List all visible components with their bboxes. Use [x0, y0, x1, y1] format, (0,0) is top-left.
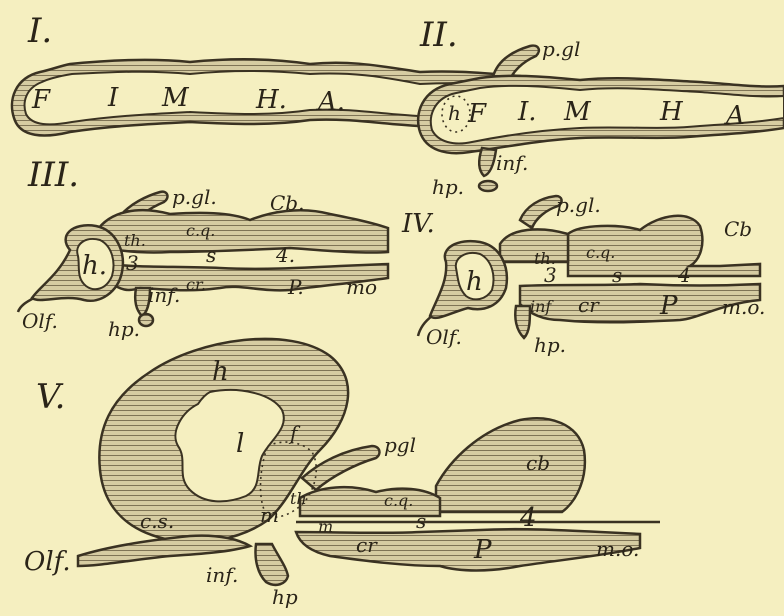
- label-s: s: [416, 509, 426, 533]
- stage-5-numeral: V.: [36, 377, 65, 417]
- label-h: h: [212, 357, 229, 387]
- label-th: th: [290, 489, 307, 508]
- label-P: P: [659, 291, 678, 321]
- label-cq: c.q.: [186, 221, 215, 240]
- label-hp: hp.: [432, 175, 464, 199]
- stage-5-olfactory: [78, 536, 250, 566]
- label-F: F: [467, 99, 487, 129]
- label-cq: c.q.: [586, 243, 615, 262]
- label-inf: inf.: [496, 151, 528, 175]
- label-m: m: [260, 503, 279, 527]
- label-h: h: [466, 267, 483, 297]
- label-A: A: [724, 101, 745, 131]
- label-hp: hp.: [534, 333, 566, 357]
- stage-2-numeral: II.: [419, 15, 458, 55]
- stage-5-floor: [296, 529, 640, 570]
- label-P: P: [473, 535, 492, 565]
- label-cb: Cb: [724, 217, 752, 241]
- label-mo: m.o.: [722, 295, 765, 319]
- label-m2: m: [318, 517, 333, 536]
- label-M: M: [161, 83, 190, 113]
- label-cq: c.q.: [384, 491, 413, 510]
- label-cb: cb: [526, 451, 550, 475]
- label-pgl: p.gl.: [172, 185, 217, 209]
- label-s: s: [612, 263, 622, 287]
- stage-5-infundibulum: [255, 544, 288, 585]
- stage-3: III. p.gl. Cb. c.q. h. th. 3 s 4. cr. P.…: [18, 155, 388, 341]
- label-pgl: p.gl: [542, 37, 580, 61]
- label-cr: cr.: [186, 275, 206, 294]
- stage-4-numeral: IV.: [401, 209, 435, 239]
- label-hp: hp.: [108, 317, 140, 341]
- label-l: l: [236, 429, 244, 459]
- label-3: 3: [544, 263, 557, 287]
- stage-5-cerebellum: [436, 418, 585, 512]
- label-cb: Cb.: [270, 191, 304, 215]
- label-4: 4: [519, 503, 537, 533]
- label-cs: c.s.: [140, 509, 174, 533]
- label-hp: hp: [272, 585, 298, 609]
- stage-4-infundibulum: [515, 306, 530, 338]
- stage-2-infundibulum: [479, 148, 496, 176]
- label-olf: Olf.: [426, 325, 462, 349]
- label-4: 4: [677, 263, 691, 287]
- stage-2-hypophysis: [479, 181, 497, 191]
- label-mo: mo: [346, 275, 377, 299]
- label-3: 3: [126, 251, 139, 275]
- label-cr: cr: [578, 293, 600, 317]
- label-4: 4.: [275, 243, 295, 267]
- stage-2: II. p.gl h F I. M H A inf. hp.: [418, 15, 784, 199]
- label-F: F: [31, 85, 51, 115]
- stage-3-hypophysis: [139, 314, 153, 326]
- label-mo: m.o.: [596, 537, 639, 561]
- stage-5: V. h l f pgl cb c.q. th m m s 4 c.s. cr …: [24, 339, 660, 609]
- label-inf: inf: [530, 297, 554, 316]
- label-P: P.: [287, 275, 304, 299]
- label-h: h.: [82, 251, 107, 281]
- label-pgl: pgl: [384, 433, 416, 457]
- label-I: I: [107, 83, 119, 113]
- label-olf: Olf.: [22, 309, 58, 333]
- label-H: H: [659, 97, 684, 127]
- label-s: s: [206, 243, 216, 267]
- label-pgl: p.gl.: [556, 193, 601, 217]
- label-H: H.: [255, 85, 287, 115]
- label-cr: cr: [356, 533, 378, 557]
- label-th: th.: [124, 231, 146, 250]
- stage-4: IV. p.gl. Cb c.q. h th. 3 s 4 inf cr P m…: [401, 193, 765, 357]
- label-olf: Olf.: [24, 547, 71, 577]
- label-M: M: [563, 97, 592, 127]
- label-inf: inf.: [148, 283, 180, 307]
- label-A: A.: [316, 87, 345, 117]
- label-inf: inf.: [206, 563, 238, 587]
- label-I: I.: [517, 97, 537, 127]
- stage-3-numeral: III.: [27, 155, 79, 195]
- label-h: h: [448, 101, 461, 125]
- stage-1-numeral: I.: [27, 11, 52, 51]
